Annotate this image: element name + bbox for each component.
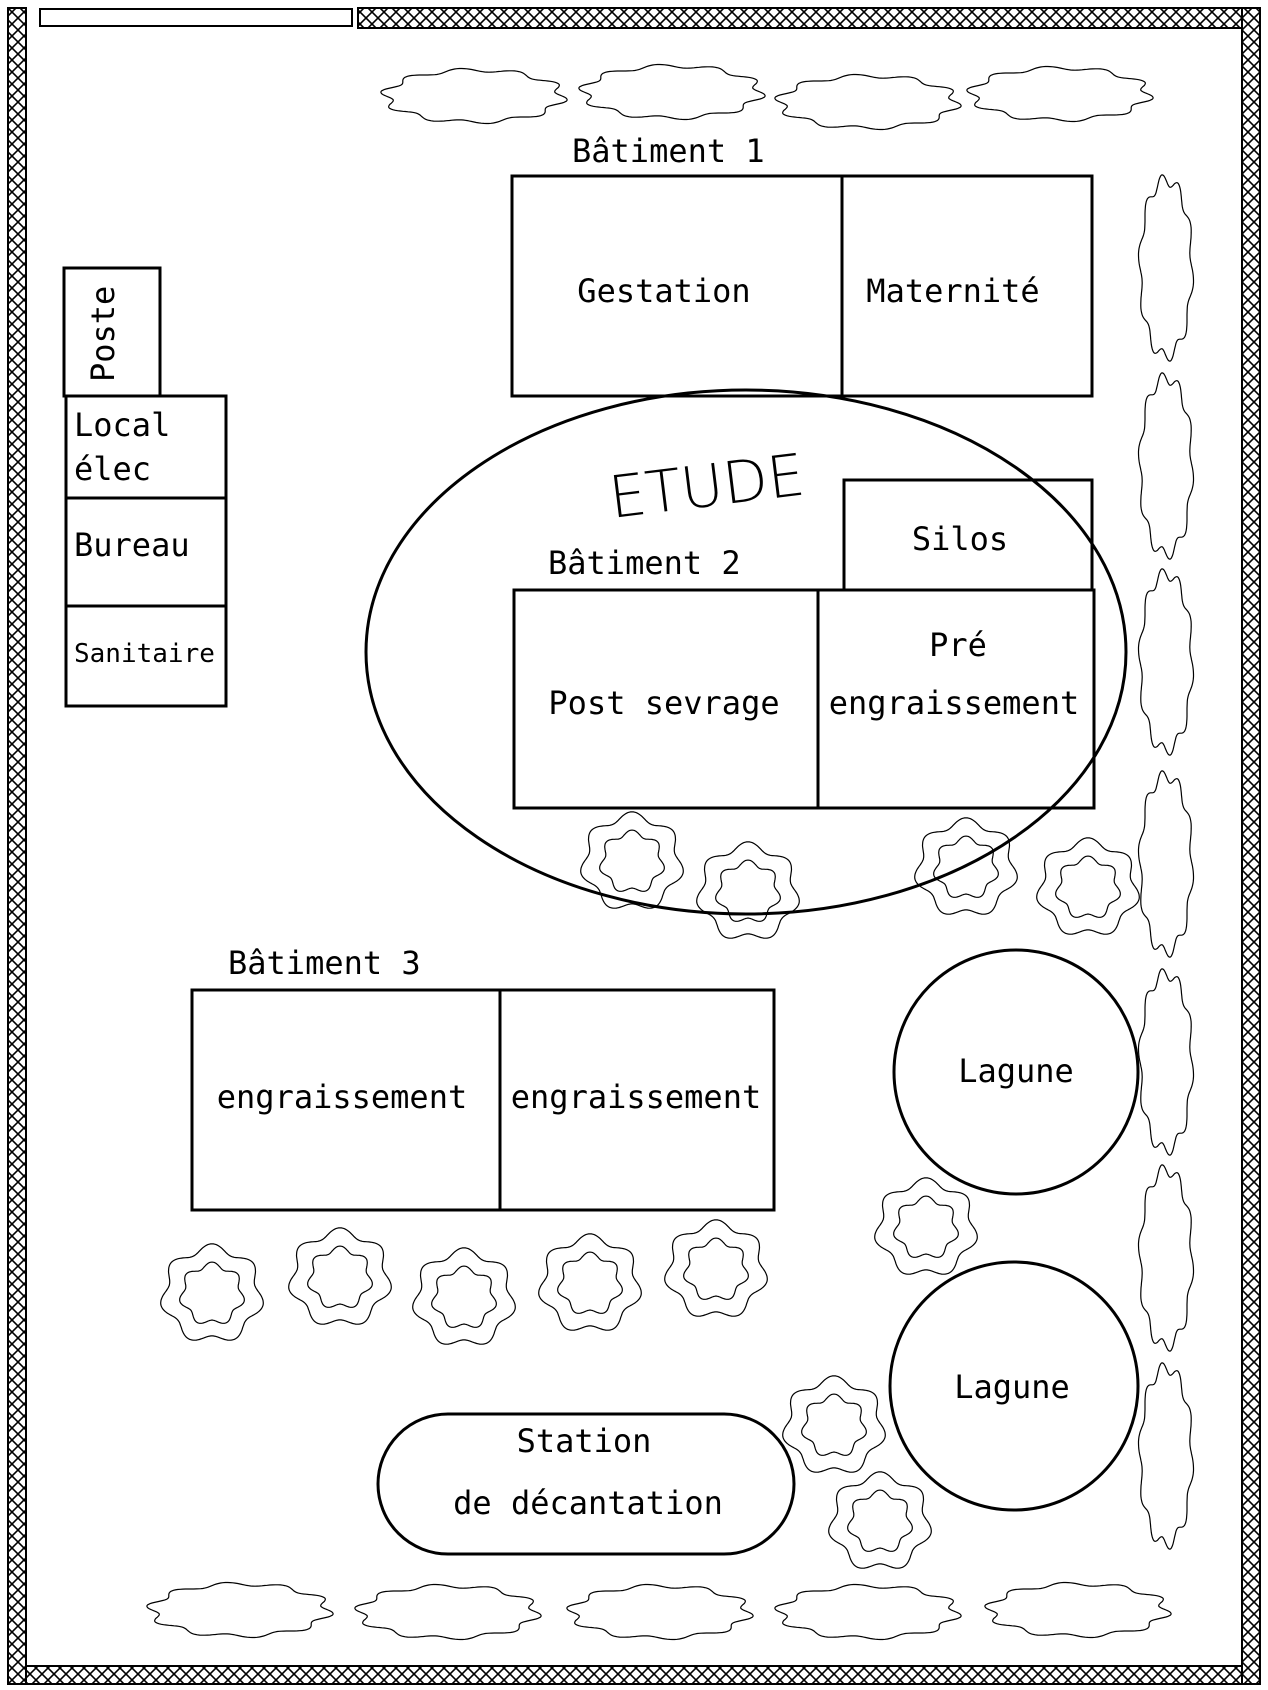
gestation-label: Gestation [577,272,750,310]
tree [664,1219,768,1317]
hedge-shrub [774,73,962,131]
tree [914,817,1018,915]
tree-canopy [557,1251,623,1314]
building-3-title: Bâtiment 3 [228,944,421,982]
hedge-shrub [1137,1164,1195,1352]
tree-canopy [1055,855,1121,918]
decantation-station: Station de décantation [376,1412,796,1556]
hedge-shrub [578,63,766,121]
hedge-shrub [1137,968,1195,1156]
silos-label: Silos [912,520,1008,558]
bureau-room [64,496,228,608]
engraissement-room-left [190,988,502,1212]
tree [874,1177,978,1275]
poste-room [62,266,162,398]
lagoon-upper-label: Lagune [958,1052,1074,1090]
maternite-label: Maternité [866,272,1039,310]
building-1-title: Bâtiment 1 [572,132,765,170]
silos-room [842,478,1094,592]
pre-engraissement-room [816,588,1096,810]
hedge-shrub [1137,174,1195,362]
maternite-room [840,174,1094,398]
engraissement-label-right: engraissement [511,1078,761,1116]
building-2-title: Bâtiment 2 [548,544,741,582]
sanitaire-label: Sanitaire [74,639,215,669]
annex-block: Poste Local élec Bureau Sanitaire [62,266,228,708]
tree-canopy [847,1489,913,1552]
tree [782,1375,886,1473]
post-sevrage-room [512,588,820,810]
hedge-rows [146,63,1195,1641]
pre-engraissement-label-line1: Pré [929,626,987,664]
tree [538,1233,642,1331]
station-label-line1: Station [517,1422,652,1460]
site-fence [7,7,1261,1685]
tree-canopy [801,1393,867,1456]
lagoon-lower [888,1260,1140,1512]
tree [696,841,800,939]
tree-canopy [179,1261,245,1324]
tree-canopy [431,1265,497,1328]
engraissement-room-right [498,988,776,1212]
tree-canopy [715,859,781,922]
hedge-shrub [966,65,1154,123]
hedge-shrub [1137,568,1195,756]
tree [1036,837,1140,935]
tree-canopy [683,1237,749,1300]
tree [288,1227,392,1325]
decantation-station-shape [376,1412,796,1556]
tree [412,1247,516,1345]
lagoon-lower-label: Lagune [954,1368,1070,1406]
gestation-room [510,174,844,398]
pre-engraissement-label-line2: engraissement [829,684,1079,722]
hedge-shrub [146,1581,334,1639]
building-1: Bâtiment 1 Gestation Maternité [510,132,1094,398]
lagoon-upper [892,948,1140,1196]
local-elec-label-line1: Local [74,406,170,444]
station-label-line2: de décantation [453,1484,723,1522]
sanitaire-room [64,604,228,708]
hedge-shrub [774,1583,962,1641]
tree-canopy [893,1195,959,1258]
tree-groups [160,811,1140,1569]
tree [828,1471,932,1569]
building-2: Silos Bâtiment 2 Post sevrage Pré engrai… [512,478,1096,810]
tree-canopy [599,829,665,892]
lagoons: Lagune Lagune [888,948,1140,1512]
hedge-shrub [566,1583,754,1641]
hedge-shrub [1137,1362,1195,1550]
poste-label: Poste [84,286,122,382]
post-sevrage-label: Post sevrage [548,684,779,722]
bureau-label: Bureau [74,526,190,564]
study-zone-label: ETUDE [605,441,808,532]
tree [160,1243,264,1341]
hedge-shrub [1137,372,1195,560]
tree [580,811,684,909]
engraissement-label-left: engraissement [217,1078,467,1116]
building-3: Bâtiment 3 engraissement engraissement [190,944,776,1212]
local-elec-label-line2: élec [74,450,151,488]
hedge-shrub [380,67,568,125]
tree-canopy [933,835,999,898]
study-zone-ellipse [364,388,1128,916]
tree-canopy [307,1245,373,1308]
hedge-shrub [1137,770,1195,958]
local-elec-room [64,394,228,500]
hedge-shrub [984,1581,1172,1639]
entrance-gate [39,8,353,27]
hedge-shrub [354,1583,542,1641]
